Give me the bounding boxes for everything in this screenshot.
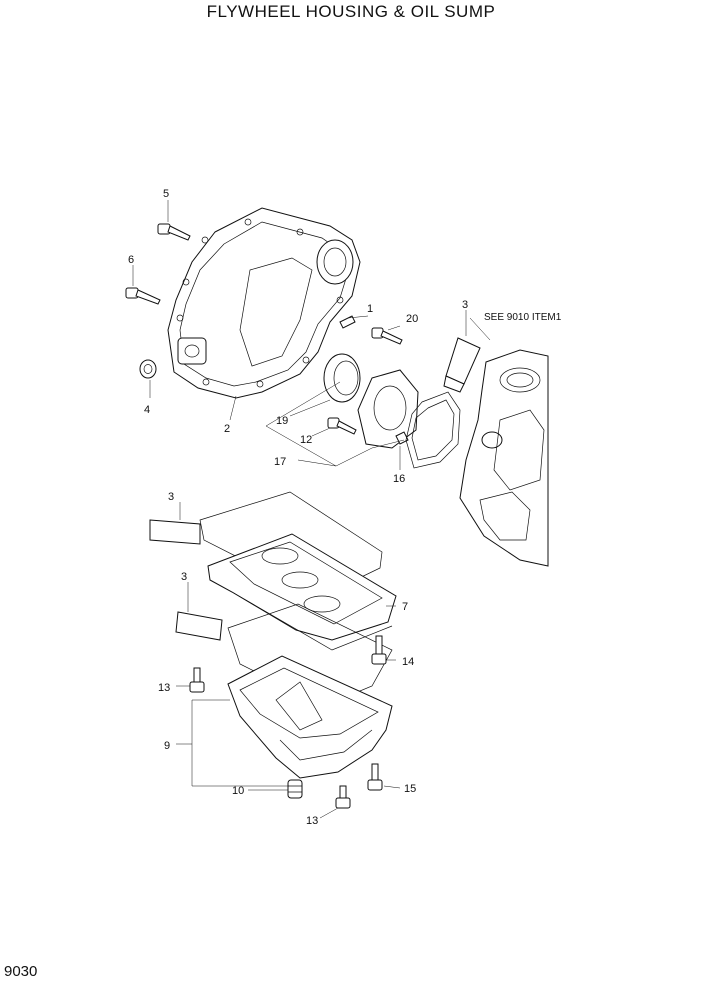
callout-10: 10 [232,785,244,797]
bolt-part-13-bottom [335,785,351,809]
callout-3-low: 3 [181,571,187,583]
gasket [405,391,461,469]
callout-15: 15 [404,783,416,795]
callout-2: 2 [224,423,230,435]
bolt-part-20 [371,327,403,345]
callout-3-mid: 3 [168,491,174,503]
callouts: 5 6 4 2 1 20 3 19 12 17 16 3 3 7 14 13 9… [128,188,468,827]
flywheel-housing [167,207,361,399]
callout-20: 20 [406,313,418,325]
callout-17: 17 [274,456,286,468]
callout-6: 6 [128,254,134,266]
bolt-part-6 [125,287,161,305]
page-title: FLYWHEEL HOUSING & OIL SUMP [206,2,496,21]
callout-16: 16 [393,473,405,485]
callout-9: 9 [164,740,170,752]
plug-part-4 [139,359,157,379]
bolt-part-14 [371,635,387,665]
sealant-tube-part-3 [443,337,481,393]
callout-1: 1 [367,303,373,315]
lower-gasket [227,603,393,707]
oil-pan-part-9 [227,655,393,779]
callout-19: 19 [276,415,288,427]
callout-14: 14 [402,656,414,668]
dowel-part-1 [339,315,356,329]
reference-note: SEE 9010 ITEM1 [484,312,562,323]
sealant-tube-part-3-mid [149,519,201,545]
callout-5: 5 [163,188,169,200]
bolt-part-15 [367,763,383,791]
sealant-tube-part-3-low [175,611,223,641]
bolt-part-13-left [189,667,205,693]
oil-pan-upper-part-7 [199,491,397,651]
leader-lines [132,200,491,819]
engine-block-reference [459,349,549,567]
drain-plug-part-10 [287,779,303,799]
bolt-part-12 [327,417,357,435]
callout-3-top: 3 [462,299,468,311]
bolt-part-5 [157,223,191,241]
callout-4: 4 [144,404,150,416]
callout-13-bottom: 13 [306,815,318,827]
oil-seal-part-19 [323,353,361,403]
callout-13-left: 13 [158,682,170,694]
callout-7: 7 [402,601,408,613]
page-number: 9030 [4,963,38,980]
seal-retainer [357,369,419,449]
callout-12: 12 [300,434,312,446]
